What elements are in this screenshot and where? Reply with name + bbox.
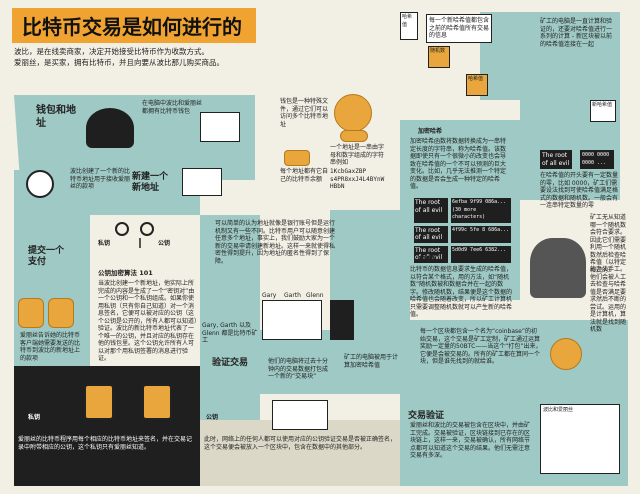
chain-side-note: 矿工的电脑是一直计算和验证的，还要对哈希值进行一系列的计算 - 新区块被以前的哈… bbox=[540, 18, 613, 48]
final-label: 交易验证 bbox=[408, 411, 445, 421]
hash-heading: 加密哈希 bbox=[418, 128, 443, 135]
new-address-icon bbox=[182, 168, 222, 196]
private-key-icon bbox=[115, 222, 129, 236]
wallet-desc-4: 每个地址都有它自己的比特币余额 bbox=[280, 168, 329, 183]
chain-block-c: 哈希值 bbox=[466, 74, 488, 96]
verify-desc-2: 他们的电脑将过去十分钟内的交易数据打包成一个新的“交易块” bbox=[268, 358, 329, 380]
chain-block-b: 随机数 bbox=[428, 46, 450, 68]
chain-block-d-text: 新哈希值 bbox=[592, 102, 613, 108]
difficulty-box-1: The root of all evil bbox=[540, 150, 572, 169]
wallet-label: 钱包和地址 bbox=[36, 105, 76, 129]
final-desc: 爱丽丝和波比的交易被包含在区块中，并由矿工完成。交易被验证，区块链接到已存在的区… bbox=[410, 422, 531, 459]
submit-label: 提交一个支付 bbox=[28, 246, 65, 267]
address-sample: 1KcbGaxZBP s4PR8xxJ4L4BYnW HBbN bbox=[330, 168, 385, 190]
chain-block-c-text: 哈希值 bbox=[468, 76, 484, 82]
miner-glenn: Glenn bbox=[306, 292, 324, 299]
submit-desc: 爱丽丝告诉她的比特币客户端她需要发送的比特币到波比的新地址上的款项 bbox=[20, 332, 81, 362]
miners-illustration bbox=[262, 300, 322, 340]
private-key-left-text: 爱丽丝的比特币程序用每个相应的比特币地址来签名，并在交易记录中附带相应的公钥，这… bbox=[18, 436, 193, 451]
address-note: 可以简单的认为地址就像是银行账号但是运行机制又有一些不同。比特币用户可以随意创建… bbox=[215, 220, 336, 265]
new-block-desc: 每一个区块都包含一个名为“coinbase”的初始交易，这个交易是矿工定制，矿工… bbox=[420, 328, 542, 365]
chain-block-b-text: 随机数 bbox=[430, 48, 446, 54]
verify-label: 验证交易 bbox=[212, 358, 249, 368]
miner-gary: Gary bbox=[262, 292, 277, 299]
nonce-body: 比特币的数据信息要求生成的哈希值，以符合某个格式，用的方法，如“随机数”随机数被… bbox=[410, 266, 513, 318]
new-address-desc: 波比创建了一个新的比特币地址用于接收爱丽丝的款项 bbox=[70, 168, 131, 190]
keys-body: 当波比创建一个新地址，他实际上所完成的内容是生成了一个“密钥对”由一个公钥和一个… bbox=[98, 280, 198, 362]
new-address-label: 新建一个新地址 bbox=[132, 172, 169, 193]
verify-band bbox=[200, 215, 260, 420]
cylinder-icon bbox=[26, 170, 54, 198]
final-block-label: 波比和爱丽丝 bbox=[543, 407, 574, 413]
public-key-panel bbox=[200, 420, 400, 486]
miner-band bbox=[330, 210, 410, 394]
wallet-band bbox=[14, 95, 255, 180]
coin-stack-icon bbox=[340, 130, 368, 142]
title-banner: 比特币交易是如何进行的 bbox=[12, 8, 256, 43]
block-illustration bbox=[272, 400, 328, 430]
wallet-file-icon bbox=[200, 112, 240, 142]
private-key-panel-label: 私钥 bbox=[28, 414, 41, 421]
wallet-desc-3: 一个地址是一串由字母和数字组成的字符串例如 bbox=[330, 144, 385, 166]
wallet-desc-2: 钱包是一种特殊文件，通过它们可以访问多个比特币地址 bbox=[280, 98, 329, 128]
reward-coin-icon bbox=[550, 338, 582, 370]
hash-examples: The root of all evil 6efba 9f99 086a... … bbox=[414, 198, 514, 263]
public-key-icon bbox=[140, 222, 154, 236]
miner-garth: Garth bbox=[284, 292, 301, 299]
chain-block-d: 新哈希值 bbox=[590, 100, 616, 122]
wallet-desc-1: 在电脑中波比和爱丽丝都拥有比特币钱包 bbox=[142, 100, 203, 115]
intro-line-1: 波比，是在线卖商家，决定开始接受比特币作为收款方式。 bbox=[14, 47, 209, 56]
bitcoin-coin-icon bbox=[334, 94, 372, 132]
lock-icon-left bbox=[84, 384, 114, 420]
hash-output-3: 5d0d9 7ee6 6382... bbox=[451, 245, 511, 263]
difficulty-desc: 在哈希值的开头要有一定数量的零，比如 0000，矿工们需要设法找到可使哈希值满足… bbox=[540, 172, 619, 209]
chain-block-a: 哈希值 bbox=[400, 12, 418, 40]
chain-top-note: 每一个新哈希值都包含之前的哈希值所有交易的信息 bbox=[426, 14, 492, 43]
public-key-label: 公钥 bbox=[158, 240, 171, 247]
intro-text: 波比，是在线卖商家，决定开始接受比特币作为收款方式。 爱丽丝，是买家，拥有比特币… bbox=[14, 46, 314, 68]
hash-input-3: The root of all evil bbox=[414, 245, 448, 263]
private-key-label: 私钥 bbox=[98, 240, 111, 247]
chain-block-a-text: 哈希值 bbox=[402, 14, 413, 28]
public-key-panel-label: 公钥 bbox=[206, 414, 219, 421]
hash-output-2: 4f99c 5fe 8 686a... bbox=[451, 225, 511, 243]
intro-line-2: 爱丽丝，是买家，拥有比特币，并且向要从波比那儿购买商品。 bbox=[14, 58, 224, 67]
mining-crowd-illustration bbox=[530, 238, 586, 298]
coin-jar-left-icon bbox=[18, 298, 44, 328]
nonce-heading: 随机数 bbox=[418, 256, 437, 263]
final-blockchain-illustration: 波比和爱丽丝 bbox=[540, 404, 620, 474]
lock-icon-right bbox=[142, 384, 172, 420]
hash-input-2: The root of all evil bbox=[414, 225, 448, 243]
reward-body: 的办法手工。他们会被人工去检查与哈希值是否满足要求然后不断的尝试。运用的是计算机… bbox=[590, 266, 627, 333]
hash-output-1: 6efba 9f99 086a... (30 more characters) bbox=[451, 198, 511, 223]
coin-pile-icon bbox=[284, 150, 310, 166]
reward-desc: 矿工无从知道哪一个随机数会符合要求。因此它们需要利用一个随机数然后检查哈希值（以… bbox=[590, 214, 627, 274]
miners-desc: 矿工的电脑被用于计算加密哈希值 bbox=[344, 354, 399, 369]
user-avatar-icon bbox=[86, 108, 134, 148]
hash-body: 加密哈希函数将数据转换成为一串特定长度的字符串，称为哈希值。该数据即使只有一个很… bbox=[410, 138, 507, 190]
page-title: 比特币交易是如何进行的 bbox=[22, 15, 242, 39]
verify-desc: Gary, Garth 以及 Glenn 都是比特币矿工 bbox=[202, 322, 258, 344]
chain-band bbox=[480, 12, 620, 100]
coin-jar-right-icon bbox=[48, 298, 74, 328]
keys-heading: 公钥加密算法 101 bbox=[98, 269, 153, 277]
private-key-right-text: 此时，网络上的任何人都可以使用对应的公钥验证交易是否被正确签名，这个交易便会被放… bbox=[204, 436, 397, 451]
hash-input-1: The root of all evil bbox=[414, 198, 448, 223]
mining-rig-icon bbox=[330, 300, 354, 340]
difficulty-box-2: 0000 0000 0000 ... bbox=[580, 150, 614, 169]
new-address-band bbox=[14, 170, 200, 215]
